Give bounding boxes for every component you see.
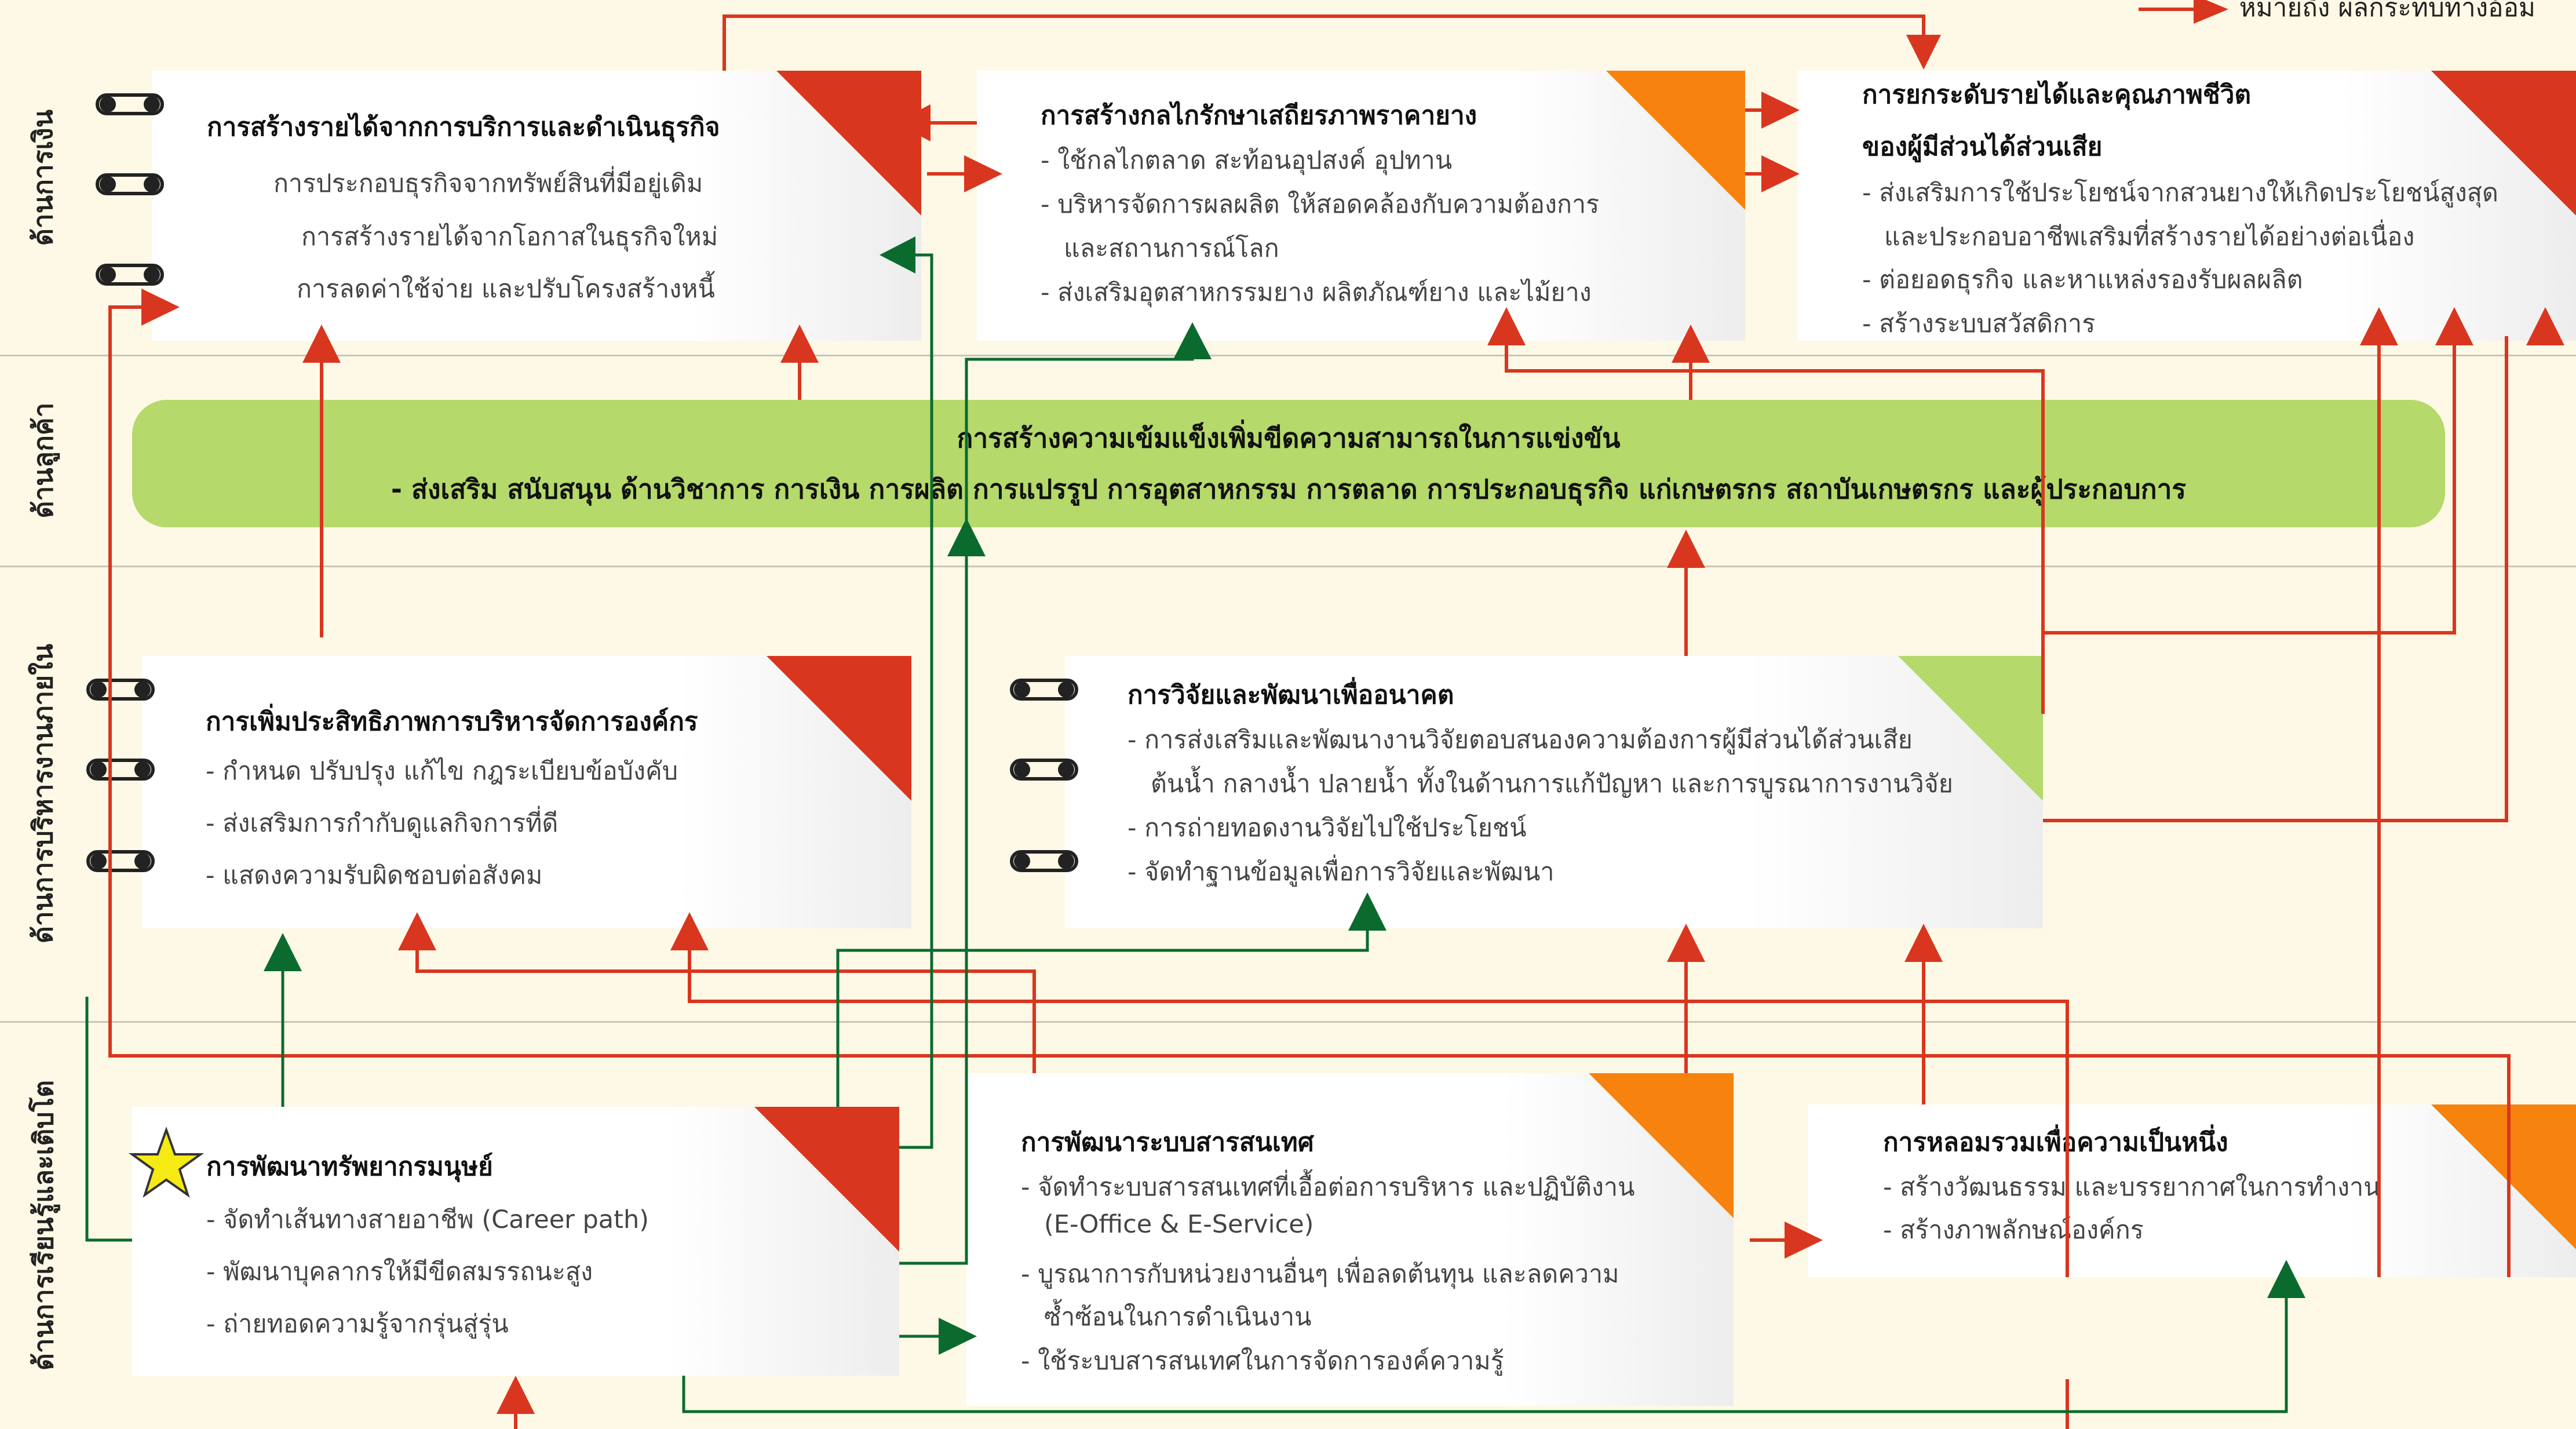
band-divider — [0, 1021, 2576, 1023]
box-revenue-item: การลดค่าใช้จ่าย และปรับโครงสร้างหนี้ — [297, 275, 715, 304]
box-revenue[interactable]: การสร้างรายได้จากการบริการและดำเนินธุรกิ… — [152, 71, 921, 341]
star-icon — [129, 1127, 204, 1198]
box-unity-title: การหลอมรวมเพื่อความเป็นหนึ่ง — [1883, 1128, 2228, 1157]
box-efficiency-item: - กำหนด ปรับปรุง แก้ไข กฎระเบียบข้อบังคั… — [206, 757, 678, 786]
box-income-item: - ส่งเสริมการใช้ประโยชน์จากสวนยางให้เกิด… — [1862, 178, 2498, 207]
box-hr-item: - จัดทำเส้นทางสายอาชีพ (Career path) — [206, 1205, 650, 1234]
box-price-item: - ส่งเสริมอุตสาหกรรมยาง ผลิตภัณฑ์ยาง และ… — [1041, 278, 1592, 307]
customer-bar-title: การสร้างความเข้มแข็งเพิ่มขีดความสามารถใน… — [957, 422, 1621, 454]
legend-arrow-icon — [2138, 0, 2228, 24]
box-income-item: - ต่อยอดธุรกิจ และหาแหล่งรองรับผลผลิต — [1862, 265, 2303, 294]
box-unity-item: - สร้างภาพลักษณ์องค์กร — [1883, 1216, 2144, 1245]
box-income-item: และประกอบอาชีพเสริมที่สร้างรายได้อย่างต่… — [1884, 223, 2415, 251]
red-corner — [767, 656, 911, 801]
orange-corner — [2431, 1104, 2576, 1249]
orange-corner — [1589, 1073, 1734, 1218]
box-hr-item: - ถ่ายทอดความรู้จากรุ่นสู่รุ่น — [206, 1310, 509, 1339]
box-research-item: ต้นน้ำ กลางน้ำ ปลายน้ำ ทั้งในด้านการแก้ป… — [1151, 770, 1953, 799]
ring-binder-icon — [1010, 850, 1078, 872]
ring-binder-icon — [96, 173, 164, 195]
ring-binder-icon — [1010, 679, 1078, 701]
box-it-item: - ใช้ระบบสารสนเทศในการจัดการองค์ความรู้ — [1021, 1347, 1504, 1376]
box-income-item: - สร้างระบบสวัสดิการ — [1862, 309, 2096, 338]
box-income-title: การยกระดับรายได้และคุณภาพชีวิต — [1862, 80, 2252, 110]
box-research-title: การวิจัยและพัฒนาเพื่ออนาคต — [1128, 680, 1454, 710]
orange-corner — [1606, 71, 1745, 210]
ring-binder-icon — [86, 679, 155, 701]
box-income-title-2: ของผู้มีส่วนได้ส่วนเสีย — [1862, 132, 2103, 162]
box-income[interactable]: การยกระดับรายได้และคุณภาพชีวิต ของผู้มีส… — [1797, 71, 2576, 341]
box-efficiency-title: การเพิ่มประสิทธิภาพการบริหารจัดการองค์กร — [206, 707, 698, 737]
box-hr-title: การพัฒนาทรัพยากรมนุษย์ — [206, 1152, 493, 1182]
box-efficiency-item: - แสดงความรับผิดชอบต่อสังคม — [206, 861, 543, 890]
band-divider — [0, 566, 2576, 567]
box-it-item: ซ้ำซ้อนในการดำเนินงาน — [1044, 1303, 1312, 1332]
box-research-item: - จัดทำฐานข้อมูลเพื่อการวิจัยและพัฒนา — [1128, 858, 1555, 887]
box-unity-item: - สร้างวัฒนธรรม และบรรยากาศในการทำงาน — [1883, 1173, 2381, 1202]
box-price-item: - บริหารจัดการผลผลิต ให้สอดคล้องกับความต… — [1041, 190, 1600, 219]
green-corner — [1898, 656, 2043, 801]
box-efficiency[interactable]: การเพิ่มประสิทธิภาพการบริหารจัดการองค์กร… — [142, 656, 911, 928]
ring-binder-icon — [96, 264, 164, 286]
legend-label: หมายถึง ผลกระทบทางอ้อม — [2239, 0, 2535, 23]
legend: หมายถึง ผลกระทบทางอ้อม — [2138, 0, 2535, 28]
ring-binder-icon — [96, 93, 164, 115]
box-price-item: - ใช้กลไกตลาด สะท้อนอุปสงค์ อุปทาน — [1041, 146, 1453, 175]
box-efficiency-item: - ส่งเสริมการกำกับดูแลกิจการที่ดี — [206, 809, 559, 838]
box-revenue-title: การสร้างรายได้จากการบริการและดำเนินธุรกิ… — [207, 112, 720, 142]
box-price[interactable]: การสร้างกลไกรักษาเสถียรภาพราคายาง - ใช้ก… — [977, 71, 1745, 341]
red-corner — [776, 71, 921, 216]
box-unity[interactable]: การหลอมรวมเพื่อความเป็นหนึ่ง - สร้างวัฒน… — [1808, 1104, 2576, 1277]
box-it-item: - บูรณาการกับหน่วยงานอื่นๆ เพื่อลดต้นทุน… — [1021, 1260, 1619, 1289]
ring-binder-icon — [1010, 759, 1078, 781]
box-it-item: (E-Office & E-Service) — [1044, 1210, 1314, 1239]
box-hr[interactable]: การพัฒนาทรัพยากรมนุษย์ - จัดทำเส้นทางสาย… — [132, 1107, 899, 1376]
box-it-item: - จัดทำระบบสารสนเทศที่เอื้อต่อการบริหาร … — [1021, 1173, 1635, 1202]
box-research-item: - การถ่ายทอดงานวิจัยไปใช้ประโยชน์ — [1128, 814, 1527, 843]
ring-binder-icon — [86, 850, 155, 872]
box-it-title: การพัฒนาระบบสารสนเทศ — [1021, 1128, 1314, 1157]
customer-bar[interactable]: การสร้างความเข้มแข็งเพิ่มขีดความสามารถใน… — [132, 400, 2445, 527]
red-corner — [754, 1107, 899, 1252]
red-corner — [2431, 71, 2576, 216]
box-research-item: - การส่งเสริมและพัฒนางานวิจัยตอบสนองความ… — [1128, 726, 1913, 754]
band-divider — [0, 355, 2576, 356]
box-revenue-item: การสร้างรายได้จากโอกาสในธุรกิจใหม่ — [301, 223, 718, 251]
box-research[interactable]: การวิจัยและพัฒนาเพื่ออนาคต - การส่งเสริม… — [1065, 656, 2043, 928]
box-price-title: การสร้างกลไกรักษาเสถียรภาพราคายาง — [1041, 101, 1477, 130]
ring-binder-icon — [86, 759, 155, 781]
box-price-item: และสถานการณ์โลก — [1064, 234, 1279, 263]
box-revenue-item: การประกอบธุรกิจจากทรัพย์สินที่มีอยู่เดิม — [273, 169, 703, 198]
box-hr-item: - พัฒนาบุคลากรให้มีขีดสมรรถนะสูง — [206, 1257, 593, 1286]
customer-bar-sub: - ส่งเสริม สนับสนุน ด้านวิชาการ การเงิน … — [391, 473, 2187, 505]
box-it[interactable]: การพัฒนาระบบสารสนเทศ - จัดทำระบบสารสนเทศ… — [966, 1073, 1734, 1406]
